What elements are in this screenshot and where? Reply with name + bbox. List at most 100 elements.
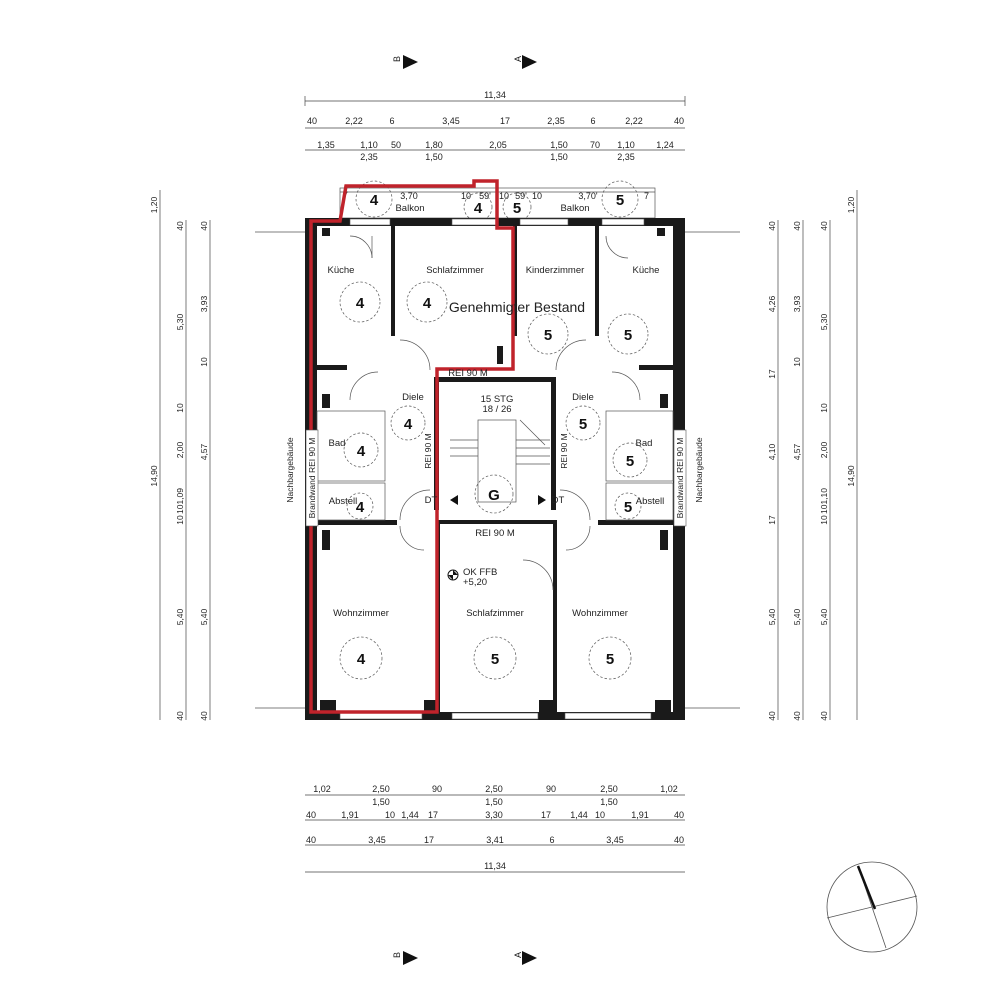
wohnzimmer-right-number: 5 [606,651,614,668]
dim-label: 10 [175,403,185,413]
dim-label: 40 [306,810,316,820]
approved-status-label: Genehmigter Bestand [449,299,585,315]
dim-label: 1,10 [360,140,378,150]
dim-label: 70 [590,140,600,150]
kueche-right-label: Küche [633,265,660,276]
dim-label: 1,20 [149,196,159,213]
north-arrow-icon [826,861,918,953]
dim-label: 1,91 [631,810,649,820]
rei-bottom-label: REI 90 M [475,528,515,539]
dim-label: 10 [385,810,395,820]
dim-label: 1,50 [550,140,568,150]
kueche-left-label: Küche [328,265,355,276]
dim-label: 17 [541,810,551,820]
dim-label: 40 [819,221,829,231]
dim-label: 2,35 [360,152,378,162]
schlafzimmer-bottom-number: 5 [491,651,499,668]
dim-label: 5,40 [792,608,802,625]
dim-label: 2,05 [489,140,507,150]
approved-extent-outline [309,179,515,714]
dim-label: 2,22 [625,116,643,126]
right-dimensions: 40 4,26 17 4,10 17 5,40 40 40 3,93 10 4,… [767,190,858,721]
dim-label: 1,91 [341,810,359,820]
dim-top-total: 11,34 [484,90,506,100]
section-b-top-arrow [403,55,418,69]
dim-label: 3,45 [442,116,460,126]
dim-label: 3,93 [199,295,209,312]
dim-label: 1,44 [401,810,419,820]
dim-label: 4,57 [199,443,209,460]
dim-label: 10 [175,515,185,525]
level-value: +5,20 [463,577,487,588]
level-label: OK FFB [463,567,497,578]
abstell-right-label: Abstell [636,496,665,507]
diele-right-label: Diele [572,392,594,403]
dim-label: 40 [767,711,777,721]
stair-ratio-label: 18 / 26 [482,404,511,415]
dim-label: 1,35 [317,140,335,150]
dim-label: 40 [767,221,777,231]
section-a-top-label: A [513,56,523,62]
left-dimensions: 1,20 14,90 40 5,30 10 2,00 10 5,40 40 40… [149,190,211,721]
kueche-right-number: 5 [624,327,632,344]
bad-right-number: 5 [626,453,634,470]
dim-label: 40 [175,711,185,721]
section-b-top-label: B [392,56,402,62]
dim-label: 90 [546,784,556,794]
dim-label: 1,24 [656,140,674,150]
bad-left-number: 4 [357,443,366,460]
dim-label: 40 [175,221,185,231]
dim-label: 4,26 [767,295,777,312]
balkon-left-label: Balkon [395,203,424,214]
dim-label: 59' [479,191,491,201]
dim-label: 1,20 [846,196,856,213]
dim-label: 3,93 [792,295,802,312]
wohnzimmer-left-label: Wohnzimmer [333,608,389,619]
dim-label: 6 [389,116,394,126]
dim-label: 40 [674,810,684,820]
dim-label: 5,40 [767,608,777,625]
right-neighbor-label: Nachbargebäude [694,437,704,502]
section-a-bottom-arrow [522,951,537,965]
dim-label: 10 [499,191,509,201]
dim-label: 1,10 [617,140,635,150]
rei-right-label: REI 90 M [559,433,569,468]
dim-label: 1,50 [600,797,618,807]
dim-label: 1,50 [485,797,503,807]
section-b-bottom-arrow [403,951,418,965]
dim-label: 2,35 [547,116,565,126]
kinderzimmer-number: 5 [544,327,552,344]
rooms: Küche 4 Schlafzimmer 4 Kinderzimmer 5 Kü… [328,265,665,680]
dim-label: 1,80 [425,140,443,150]
dim-label: 5,30 [819,313,829,330]
dim-label: 3,45 [606,835,624,845]
abstell-right-number: 5 [624,499,632,516]
dim-label: 10 [819,403,829,413]
dim-label: 2,50 [372,784,390,794]
kueche-left-number: 4 [356,295,365,312]
dim-label: 50 [391,140,401,150]
stair-steps-label: 15 STG [481,394,514,405]
dim-label: 2,50 [600,784,618,794]
diele-left-number: 4 [404,416,413,433]
right-firewall-label: Brandwand REI 90 M [675,438,685,519]
dim-label: 40 [819,711,829,721]
dim-label: 1,02 [313,784,331,794]
dim-label: 3,41 [486,835,504,845]
dim-label: 59' [515,191,527,201]
dim-label: 101,09 [175,488,185,514]
bottom-dimensions: 1,02 2,50 90 2,50 90 2,50 1,02 1,50 1,50… [305,784,685,873]
dim-label: 14,90 [846,465,856,487]
schlafzimmer-bottom-label: Schlafzimmer [466,608,524,619]
dim-label: 40 [792,711,802,721]
rei-left-label: REI 90 M [423,433,433,468]
dim-label: 1,44 [570,810,588,820]
side-labels: Brandwand REI 90 M Nachbargebäude Brandw… [255,231,740,709]
dim-label: 7 [644,191,649,201]
dim-label: 40 [306,835,316,845]
dim-label: 3,45 [368,835,386,845]
dim-label: 5,40 [819,608,829,625]
dim-label: 3,30 [485,810,503,820]
dim-label: 17 [424,835,434,845]
